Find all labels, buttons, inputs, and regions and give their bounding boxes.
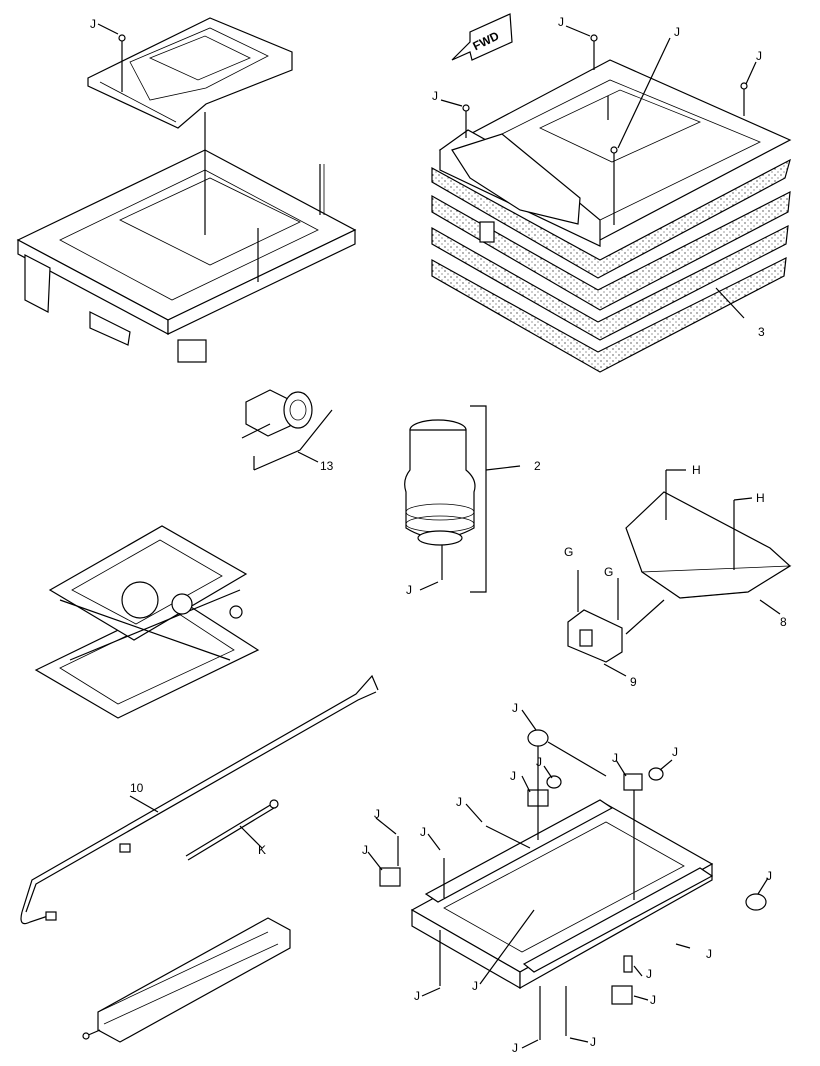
seat-frame-assembly <box>16 112 357 363</box>
slide-rail-assembly <box>367 709 769 1049</box>
label-k: K <box>258 843 266 857</box>
label-j: J <box>674 25 680 39</box>
compressor-part-13 <box>241 389 333 471</box>
label-j: J <box>362 843 368 857</box>
label-2: 2 <box>534 459 541 473</box>
label-j: J <box>406 583 412 597</box>
label-j: J <box>472 979 478 993</box>
label-j: J <box>420 825 426 839</box>
label-j: J <box>510 769 516 783</box>
cable-k <box>185 799 279 861</box>
seat-top-plate <box>87 17 293 129</box>
label-j: J <box>512 1041 518 1055</box>
label-13: 13 <box>320 459 334 473</box>
label-j: J <box>612 751 618 765</box>
label-j: J <box>456 795 462 809</box>
rail-tube <box>82 917 291 1043</box>
label-9: 9 <box>630 675 637 689</box>
fwd-arrow <box>451 13 513 61</box>
label-j: J <box>590 1035 596 1049</box>
scissor-linkage-assembly <box>34 525 260 719</box>
rod-part-10 <box>20 674 379 925</box>
label-10: 10 <box>130 781 144 795</box>
label-h: H <box>692 463 701 477</box>
label-g: G <box>564 545 573 559</box>
cover-part-8 <box>625 469 792 615</box>
label-g: G <box>604 565 613 579</box>
label-j: J <box>374 807 380 821</box>
label-j: J <box>756 49 762 63</box>
label-3: 3 <box>758 325 765 339</box>
label-j: J <box>646 967 652 981</box>
air-spring-part-2 <box>404 405 521 593</box>
label-h: H <box>756 491 765 505</box>
label-j: J <box>512 701 518 715</box>
label-j: J <box>766 869 772 883</box>
label-j: J <box>536 755 542 769</box>
label-8: 8 <box>780 615 787 629</box>
label-j: J <box>90 17 96 31</box>
label-j: J <box>672 745 678 759</box>
label-j: J <box>414 989 420 1003</box>
screw-callout-topleft <box>97 23 126 92</box>
label-j: J <box>650 993 656 1007</box>
valve-part-9 <box>567 570 665 677</box>
label-j: J <box>432 89 438 103</box>
label-j: J <box>706 947 712 961</box>
label-j: J <box>558 15 564 29</box>
suspension-bellows-assembly <box>431 59 792 373</box>
screw-callouts-topright <box>440 25 757 319</box>
